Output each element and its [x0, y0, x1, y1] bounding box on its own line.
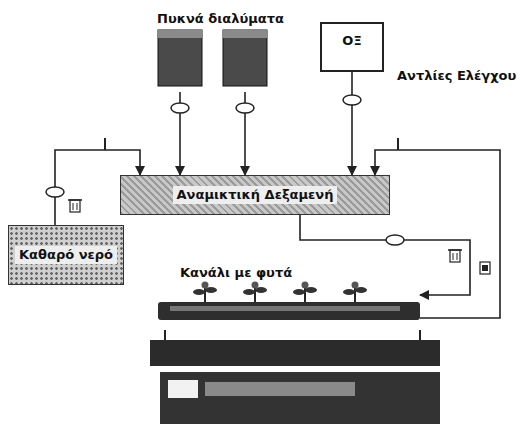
plant-bud: [252, 282, 259, 289]
pump-symbol: [236, 103, 254, 113]
control-pump-icon: [448, 250, 462, 262]
acid-tank: ΟΞ: [320, 22, 384, 72]
pump-symbol: [46, 187, 64, 197]
concentrate-tank: [223, 30, 267, 86]
bench-band: [205, 382, 355, 396]
plant-bud: [302, 282, 309, 289]
node-label: Πυκνά διαλύματα: [157, 11, 284, 27]
channel-support: [164, 330, 166, 340]
plant-bud: [352, 282, 359, 289]
concentrate-tank: [158, 30, 202, 86]
mixing-tank: Αναμικτική Δεξαμενή: [120, 175, 390, 215]
pipe-connector: [300, 215, 470, 295]
channel-highlight: [170, 306, 400, 311]
annotation-label: Αντλίες Ελέγχου: [395, 68, 518, 83]
pump-symbol: [171, 103, 189, 113]
plant-leaf: [193, 289, 205, 295]
plant-leaf: [243, 289, 255, 295]
clean-water-tank: Καθαρό νερό: [8, 225, 124, 285]
plant-leaf: [343, 289, 355, 295]
pipe-connector: [351, 72, 353, 175]
node-label: Καθαρό νερό: [15, 246, 117, 264]
node-label: Αναμικτική Δεξαμενή: [173, 186, 338, 204]
plant-channel: Κανάλι με φυτά: [150, 262, 420, 332]
plant-leaf: [293, 289, 305, 295]
bench-base: [160, 372, 440, 424]
bench-panel: [168, 380, 198, 398]
tank-top: [158, 30, 202, 38]
node-label: ΟΞ: [342, 33, 361, 49]
channel-bar: [158, 302, 420, 320]
pipe-connector: [375, 150, 500, 318]
control-pump-icon: [68, 200, 82, 212]
pump-symbol: [343, 95, 361, 105]
inlet-tick: [397, 138, 399, 150]
inlet-tick: [104, 138, 106, 150]
bench-top: [150, 340, 440, 366]
tank-top: [223, 30, 267, 38]
plant-bud: [202, 282, 209, 289]
node-label: Κανάλι με φυτά: [180, 265, 292, 281]
pump-symbol: [386, 235, 404, 245]
concentrate-tanks: Πυκνά διαλύματα: [150, 8, 291, 92]
channel-support: [419, 330, 421, 340]
control-pump-icon: [480, 262, 490, 274]
